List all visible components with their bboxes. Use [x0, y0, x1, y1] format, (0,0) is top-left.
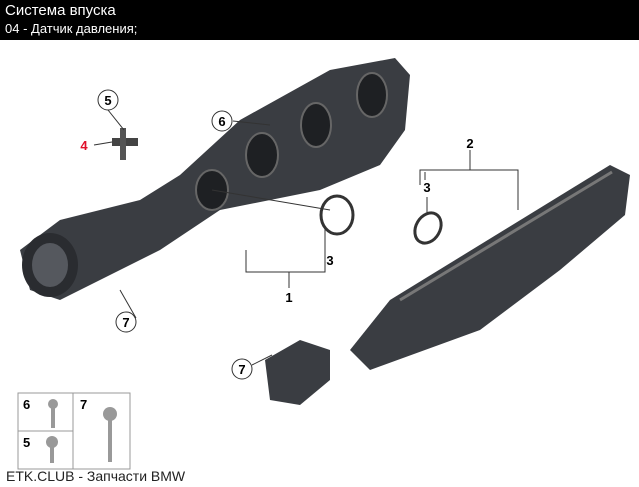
- hw-label-6[interactable]: 6: [23, 397, 30, 412]
- callout-7[interactable]: 7: [238, 362, 245, 377]
- callout-1[interactable]: 1: [285, 290, 292, 305]
- callout-6[interactable]: 6: [218, 114, 225, 129]
- manifold-2[interactable]: [350, 165, 630, 370]
- footer-text: ETK.CLUB - Запчасти BMW: [6, 468, 186, 484]
- callout-7[interactable]: 7: [122, 315, 129, 330]
- hw-label-5[interactable]: 5: [23, 435, 30, 450]
- sensor[interactable]: [112, 128, 138, 160]
- intake-manifold[interactable]: [20, 58, 410, 300]
- gasket-ring[interactable]: [410, 208, 447, 248]
- hardware-table: [17, 392, 131, 470]
- throttle-part[interactable]: [265, 340, 330, 405]
- callout-2[interactable]: 2: [466, 136, 473, 151]
- header: Система впуска 04 - Датчик давления;: [0, 0, 639, 40]
- callout-3[interactable]: 3: [423, 180, 430, 195]
- callout-5[interactable]: 5: [104, 93, 111, 108]
- selected-part: 04 - Датчик давления;: [5, 21, 138, 36]
- bolt-icons: [46, 399, 117, 463]
- gasket-ring[interactable]: [319, 194, 355, 236]
- diagram-title: Система впуска: [5, 2, 116, 19]
- callout-4-highlighted[interactable]: 4: [80, 138, 88, 153]
- callout-3[interactable]: 3: [326, 253, 333, 268]
- hw-label-7[interactable]: 7: [80, 397, 87, 412]
- callout-circle: [97, 89, 119, 111]
